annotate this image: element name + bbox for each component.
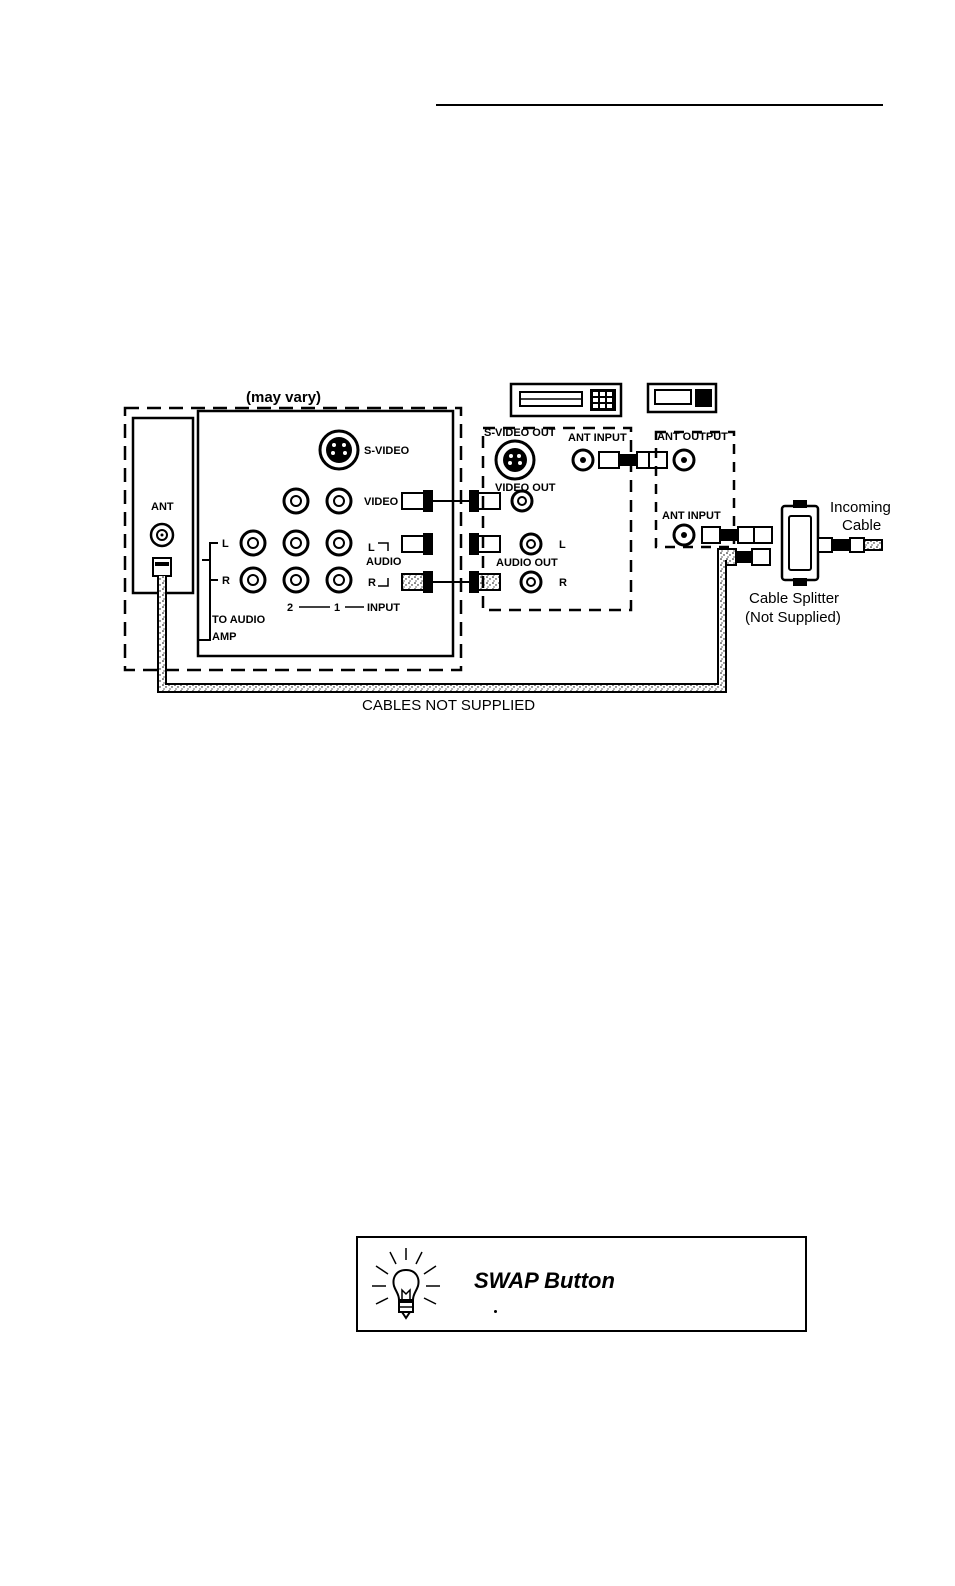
box-ant-input-jack bbox=[674, 525, 694, 545]
vcr-s-video-jack bbox=[496, 441, 534, 479]
s-video-out-label: S-VIDEO OUT bbox=[484, 427, 556, 439]
box-ant-input-label: ANT INPUT bbox=[662, 510, 721, 522]
tv-audio-r-label: R bbox=[222, 575, 230, 587]
ant-label: ANT bbox=[151, 501, 174, 513]
connection-diagram: (may vary) ANT S-VIDEO L R TO AUDIO AMP … bbox=[0, 0, 955, 720]
audio-out-label: AUDIO OUT bbox=[496, 557, 558, 569]
audio-input-label: AUDIO bbox=[366, 556, 402, 568]
ant-output-label: ANT OUTPUT bbox=[657, 431, 728, 443]
audio-r-label: R bbox=[368, 577, 376, 589]
swap-button-title: SWAP Button bbox=[474, 1268, 615, 1294]
cables-not-supplied-label: CABLES NOT SUPPLIED bbox=[362, 697, 535, 714]
cable-splitter bbox=[782, 500, 818, 586]
coax-box-to-splitter bbox=[702, 527, 772, 565]
video-input-label: VIDEO bbox=[364, 496, 399, 508]
may-vary-label: (may vary) bbox=[246, 389, 321, 406]
vcr-rca-jacks bbox=[512, 491, 541, 592]
vcr-audio-r-label: R bbox=[559, 577, 567, 589]
vcr-audio-l-label: L bbox=[559, 539, 566, 551]
cable-box-icon bbox=[648, 384, 716, 412]
audio-l-label: L bbox=[368, 542, 375, 554]
not-supplied-label: (Not Supplied) bbox=[745, 609, 841, 626]
s-video-label: S-VIDEO bbox=[364, 445, 410, 457]
tip-dot bbox=[494, 1310, 497, 1313]
amp-label: AMP bbox=[212, 631, 236, 643]
light-bulb-icon bbox=[366, 1244, 446, 1326]
splitter-label: Cable Splitter bbox=[749, 590, 839, 607]
to-audio-label: TO AUDIO bbox=[212, 614, 266, 626]
incoming-cable-connector bbox=[818, 538, 882, 552]
s-video-jack bbox=[320, 431, 358, 469]
ant-connector bbox=[153, 558, 171, 576]
swap-button-tip-box: SWAP Button bbox=[356, 1236, 807, 1332]
tv-audio-l-label: L bbox=[222, 538, 229, 550]
input-2-label: 2 bbox=[287, 602, 293, 614]
vcr-device-icon bbox=[511, 384, 621, 416]
input-label: INPUT bbox=[367, 602, 400, 614]
box-ant-output-jack bbox=[674, 450, 694, 470]
vcr-ant-input-label: ANT INPUT bbox=[568, 432, 627, 444]
vcr-ant-input-jack bbox=[573, 450, 593, 470]
ant-jack bbox=[151, 524, 173, 546]
incoming-label: Incoming bbox=[830, 499, 891, 516]
cable-label: Cable bbox=[842, 517, 881, 534]
input-1-label: 1 bbox=[334, 602, 340, 614]
